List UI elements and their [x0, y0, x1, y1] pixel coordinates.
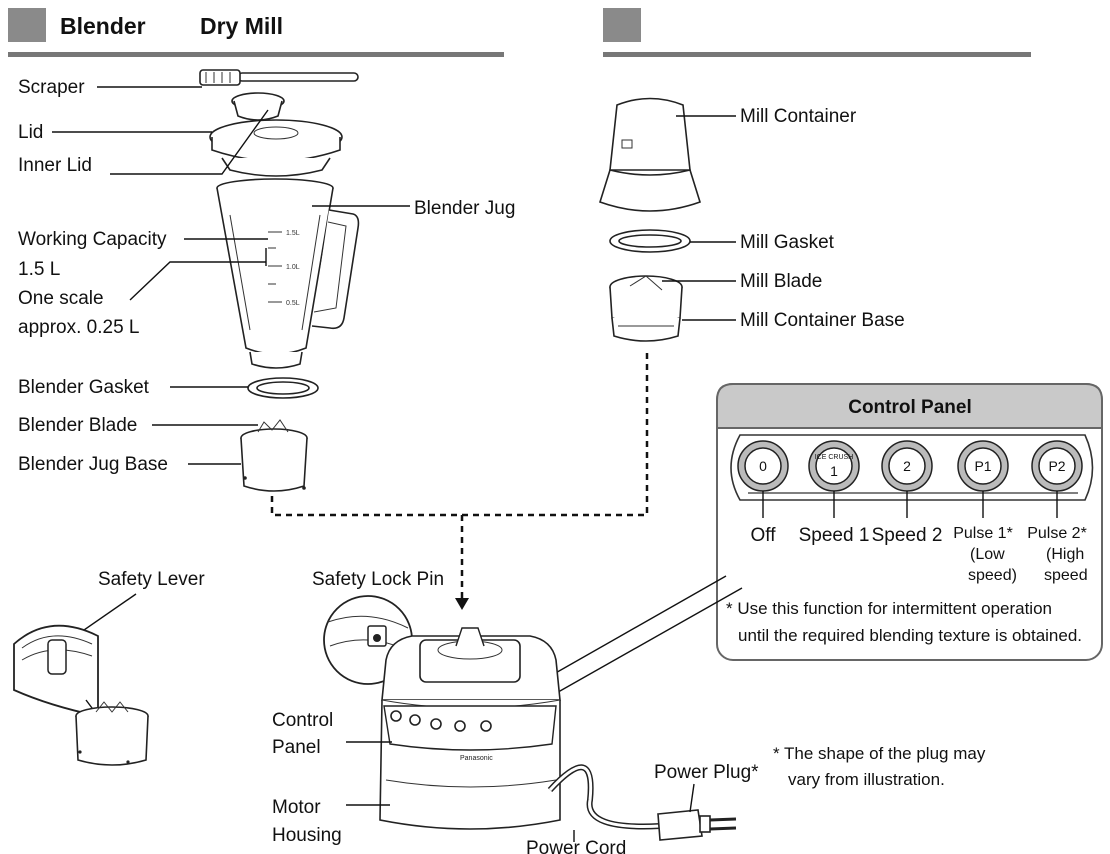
label-control-panel-line-2: Panel — [272, 737, 321, 758]
label-motor-housing-line-1: Motor — [272, 797, 321, 818]
button-symbol-speed-1: 1 — [830, 463, 838, 479]
label-inner-lid: Inner Lid — [18, 155, 92, 176]
label-mill-blade: Mill Blade — [740, 271, 822, 292]
button-label-off: Off — [751, 525, 777, 546]
label-scraper: Scraper — [18, 77, 85, 98]
label-power-plug: Power Plug* — [654, 762, 759, 783]
brand-logo-text: Panasonic — [460, 755, 493, 762]
jug-mark-1500: 1.5L — [286, 230, 300, 237]
button-label-pulse-2-line-2: (High — [1046, 546, 1084, 563]
power-cord-illustration: Power Cord — [526, 764, 661, 854]
control-panel-button-pulse-1[interactable]: P1 — [957, 440, 1009, 492]
control-panel-button-off[interactable]: 0 — [737, 440, 789, 492]
button-label-pulse-1: Pulse 1* — [953, 525, 1013, 542]
header-dry-mill-title: Dry Mill — [200, 13, 283, 39]
motor-base-unit: Panasonic — [379, 627, 561, 830]
label-blender-jug-base: Blender Jug Base — [18, 454, 168, 475]
safety-lever-detail: Safety Lever — [13, 569, 205, 766]
button-symbol-pulse-2: P2 — [1048, 458, 1065, 474]
jug-mark-500: 0.5L — [286, 300, 300, 307]
label-mill-gasket: Mill Gasket — [740, 232, 835, 253]
button-label-pulse-2-line-3: speed — [1044, 567, 1088, 584]
blender-jug-base-illustration — [240, 419, 308, 492]
header-rule-right — [603, 52, 1031, 57]
label-scale-value: approx. 0.25 L — [18, 317, 139, 338]
label-control-panel-line-1: Control — [272, 710, 333, 731]
label-working-capacity: Working Capacity — [18, 229, 167, 250]
mill-container-illustration — [599, 97, 701, 212]
label-motor-housing-line-2: Housing — [272, 825, 342, 846]
button-label-pulse-2: Pulse 2* — [1027, 525, 1087, 542]
label-blender-blade: Blender Blade — [18, 415, 137, 436]
lid-illustration — [209, 119, 343, 177]
blender-labels: Scraper Lid Inner Lid Blender Jug Workin… — [18, 77, 515, 475]
button-symbol-pulse-1: P1 — [974, 458, 991, 474]
control-panel-callout: Control Panel 0 ICE CRUSH 1 2 P1 — [716, 383, 1103, 661]
button-top-ice-crush: ICE CRUSH — [815, 454, 854, 461]
button-label-speed-2: Speed 2 — [872, 525, 943, 546]
left-section-header: Blender Dry Mill — [8, 8, 504, 57]
assembly-guide-arrow — [455, 598, 469, 610]
header-rule-left — [8, 52, 504, 57]
control-panel-note-line-1: * Use this function for intermittent ope… — [726, 599, 1052, 618]
right-section-header — [603, 8, 1031, 57]
control-panel-title: Control Panel — [848, 397, 972, 418]
control-panel-button-speed-1[interactable]: ICE CRUSH 1 — [808, 440, 860, 492]
assembly-guide-path — [270, 350, 649, 517]
plug-note-line-1: * The shape of the plug may — [773, 744, 986, 763]
button-label-pulse-1-line-3: speed) — [968, 567, 1017, 584]
label-blender-gasket: Blender Gasket — [18, 377, 150, 398]
mill-blade-illustration — [609, 275, 683, 342]
blender-gasket-illustration — [247, 377, 319, 399]
button-label-speed-1: Speed 1 — [799, 525, 870, 546]
control-panel-button-pulse-2[interactable]: P2 — [1031, 440, 1083, 492]
label-power-cord: Power Cord — [526, 838, 626, 854]
button-symbol-speed-2: 2 — [903, 458, 911, 474]
scraper-illustration — [199, 69, 359, 86]
label-blender-jug: Blender Jug — [414, 198, 515, 219]
label-one-scale: One scale — [18, 288, 104, 309]
label-lid: Lid — [18, 122, 43, 143]
mill-gasket-illustration — [609, 229, 691, 253]
inner-lid-illustration — [231, 92, 285, 121]
header-marker-right — [603, 8, 641, 42]
button-symbol-off: 0 — [759, 458, 767, 474]
label-capacity-value: 1.5 L — [18, 259, 60, 280]
label-safety-lock-pin: Safety Lock Pin — [312, 569, 444, 590]
power-plug-illustration: Power Plug* * The shape of the plug may … — [654, 744, 986, 841]
mill-labels: Mill Container Mill Gasket Mill Blade Mi… — [662, 106, 905, 331]
assembly-guides — [270, 350, 649, 610]
label-mill-container-base: Mill Container Base — [740, 310, 905, 331]
plug-note-line-2: vary from illustration. — [788, 770, 945, 789]
jug-mark-1000: 1.0L — [286, 264, 300, 271]
blender-jug-illustration: 1.5L 1.0L 0.5L — [216, 178, 360, 369]
label-mill-container: Mill Container — [740, 106, 857, 127]
control-panel-button-speed-2[interactable]: 2 — [881, 440, 933, 492]
header-marker-left — [8, 8, 46, 42]
control-panel-note-line-2: until the required blending texture is o… — [738, 626, 1082, 645]
header-blender-title: Blender — [60, 13, 146, 39]
main-unit-labels: Control Panel Motor Housing — [272, 710, 392, 846]
button-label-pulse-1-line-2: (Low — [970, 546, 1005, 563]
label-safety-lever: Safety Lever — [98, 569, 205, 590]
